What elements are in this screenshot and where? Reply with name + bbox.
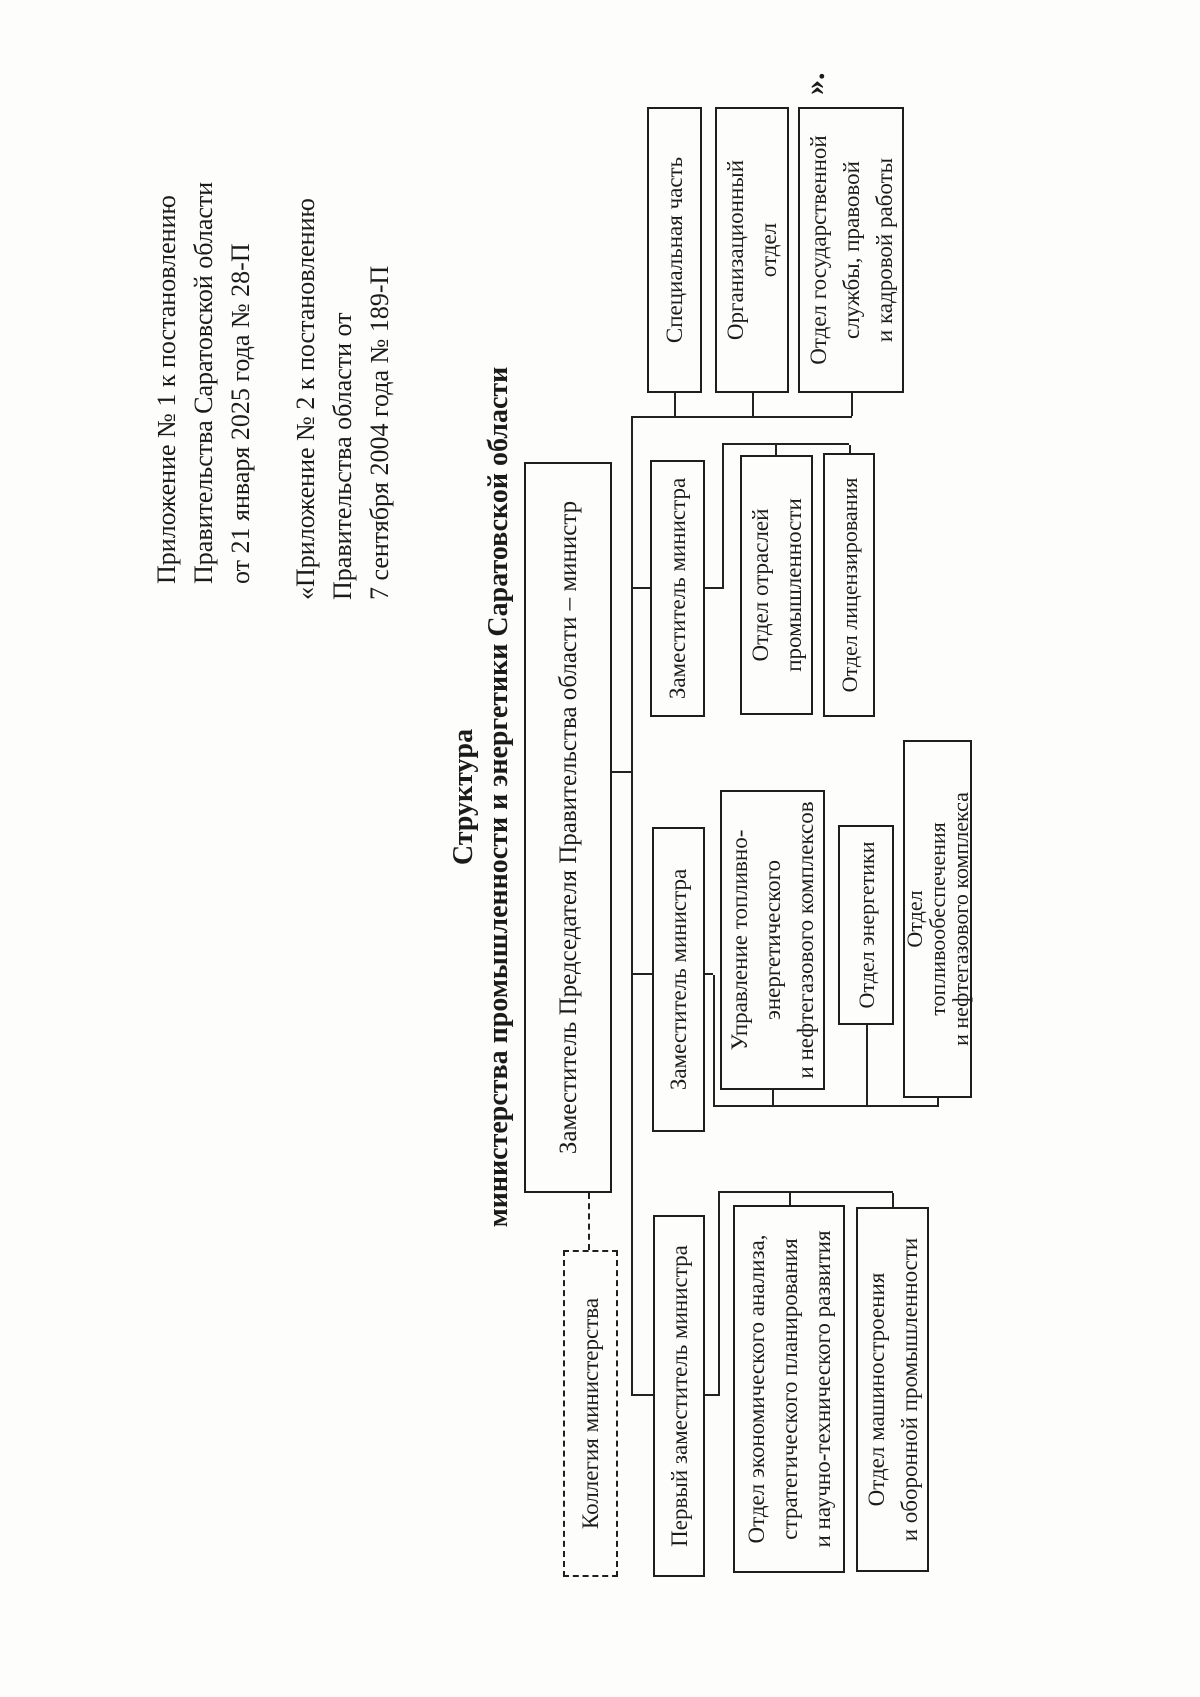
connector-stub-org-dept	[752, 393, 754, 416]
appendix-note-1: Приложение № 1 к постановлению Правитель…	[148, 182, 259, 584]
first-deputy-label: Первый заместитель министра	[666, 1245, 692, 1547]
industry-branches-dept-box: Отдел отраслей промышленности	[740, 455, 813, 715]
connector-stub-fuel-supply-dept	[937, 1098, 939, 1107]
appendix-note-1-line: от 21 января 2025 года № 28-П	[226, 243, 255, 584]
deputy-industry-label: Заместитель министра	[665, 477, 690, 700]
appendix-note-2: «Приложение № 2 к постановлению Правител…	[287, 198, 398, 600]
connector-first-deputy-drop	[705, 1394, 718, 1396]
fuel-energy-mgmt-box: Управление топливно- энергетического и н…	[720, 790, 825, 1090]
connector-drop-first-deputy	[631, 1394, 653, 1396]
civil-service-dept-label: Отдел государственной службы, правовой и…	[805, 135, 897, 365]
connector-stub-energy-dept	[866, 1025, 868, 1107]
chart-title-line-1: Структура	[448, 728, 479, 866]
connector-first-deputy-spine	[718, 1191, 893, 1193]
connector-special-spine	[631, 416, 852, 418]
connector-stub-machinery-dept	[892, 1193, 894, 1207]
first-deputy-box: Первый заместитель министра	[653, 1215, 705, 1577]
connector-minister-riser	[612, 771, 631, 773]
appendix-note-2-line: Правительства области от	[328, 312, 357, 600]
fuel-supply-dept-box: Отдел топливообеспечения и нефтегазового…	[902, 740, 973, 1098]
appendix-note-1-line: Правительства Саратовской области	[189, 181, 218, 584]
connector-collegium-dashed	[588, 1193, 590, 1250]
deputy-fuel-energy-box: Заместитель министра	[652, 827, 705, 1132]
fuel-supply-dept-label: Отдел топливообеспечения и нефтегазового…	[902, 792, 973, 1046]
energy-dept-label: Отдел энергетики	[853, 841, 879, 1009]
collegium-box: Коллегия министерства	[563, 1250, 618, 1577]
connector-fuel-deputy-drop	[705, 973, 713, 975]
minister-box: Заместитель Председателя Правительства о…	[524, 462, 612, 1193]
connector-stub-fuel-energy-mgmt	[772, 1090, 774, 1107]
civil-service-dept-box: Отдел государственной службы, правовой и…	[798, 107, 904, 393]
connector-stub-econ-dept	[789, 1193, 791, 1205]
machinery-dept-box: Отдел машиностроения и оборонной промышл…	[856, 1207, 929, 1572]
machinery-dept-label: Отдел машиностроения и оборонной промышл…	[863, 1237, 922, 1542]
special-unit-label: Специальная часть	[662, 156, 687, 344]
special-unit-box: Специальная часть	[647, 107, 702, 393]
connector-fuel-deputy-spine	[713, 1105, 937, 1107]
connector-industry-deputy-bus	[722, 443, 724, 589]
deputy-industry-box: Заместитель министра	[650, 460, 705, 717]
connector-stub-special-unit	[674, 393, 676, 416]
connector-industry-deputy-spine	[722, 443, 849, 445]
appendix-note-1-line: Приложение № 1 к постановлению	[152, 195, 181, 584]
appendix-note-2-line: 7 сентября 2004 года № 189-П	[365, 265, 394, 600]
deputy-fuel-energy-label: Заместитель министра	[666, 868, 691, 1091]
connector-stub-licensing	[849, 445, 851, 453]
econ-dept-label: Отдел экономического анализа, стратегиче…	[743, 1230, 835, 1548]
closing-quote-mark: ».	[798, 72, 831, 96]
appendix-note-2-line: «Приложение № 2 к постановлению	[291, 198, 320, 600]
fuel-energy-mgmt-label: Управление топливно- энергетического и н…	[727, 801, 818, 1079]
connector-stub-civil-service	[851, 393, 853, 416]
chart-title: Структура министерства промышленности и …	[446, 297, 516, 1297]
econ-dept-box: Отдел экономического анализа, стратегиче…	[733, 1205, 845, 1573]
licensing-dept-box: Отдел лицензирования	[823, 453, 875, 717]
licensing-dept-label: Отдел лицензирования	[836, 477, 862, 693]
connector-industry-deputy-drop	[705, 587, 722, 589]
chart-title-line-2: министерства промышленности и энергетики…	[483, 366, 514, 1228]
minister-label: Заместитель Председателя Правительства о…	[554, 500, 582, 1155]
connector-drop-deputy-fuel	[631, 973, 652, 975]
connector-fuel-deputy-bus	[713, 975, 715, 1107]
org-dept-label: Организационный отдел	[723, 159, 781, 341]
collegium-label: Коллегия министерства	[578, 1297, 603, 1530]
energy-dept-box: Отдел энергетики	[838, 825, 894, 1025]
org-dept-box: Организационный отдел	[715, 107, 789, 393]
connector-main-bus	[631, 416, 633, 1396]
connector-first-deputy-bus	[718, 1191, 720, 1396]
connector-stub-industry-branches	[775, 445, 777, 455]
industry-branches-dept-label: Отдел отраслей промышленности	[747, 498, 806, 672]
connector-drop-deputy-industry	[631, 587, 650, 589]
